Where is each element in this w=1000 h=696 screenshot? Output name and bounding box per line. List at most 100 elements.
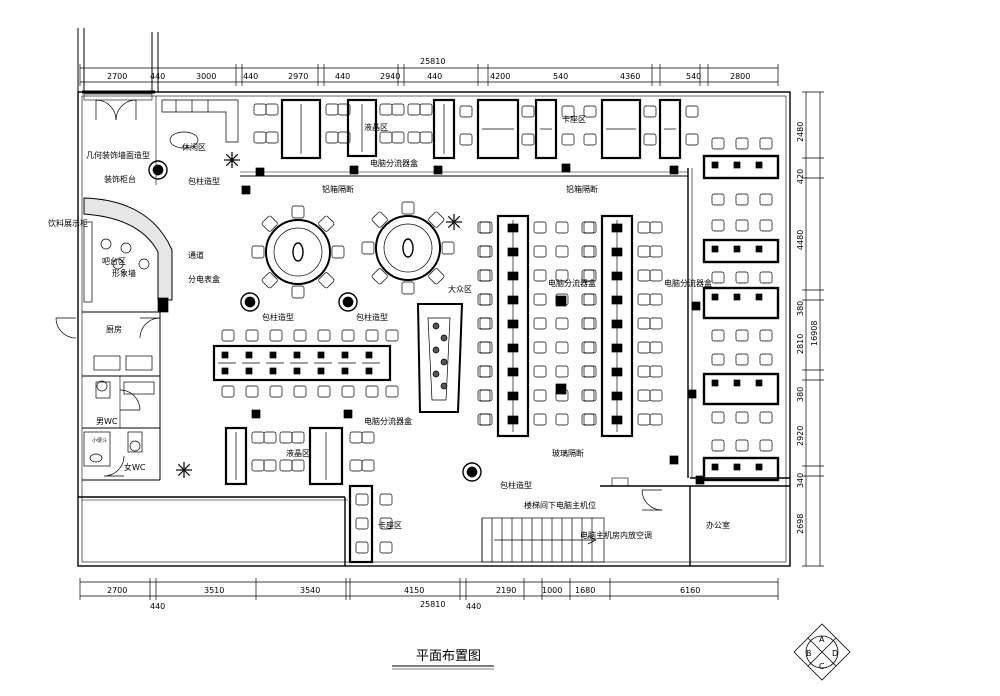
chair <box>735 219 749 232</box>
furniture-rect <box>157 297 169 313</box>
plant-leaf <box>447 221 455 229</box>
furniture-rect <box>702 154 780 180</box>
furniture-rect <box>224 426 248 486</box>
furniture-rect <box>658 98 682 160</box>
chair <box>711 353 725 366</box>
pc-block <box>507 391 519 401</box>
chair <box>379 517 393 530</box>
chair <box>293 329 307 342</box>
chair <box>637 365 651 378</box>
furniture-rect <box>691 301 701 311</box>
pc-block <box>611 367 623 377</box>
dimension-top-10: 4360 <box>620 72 640 81</box>
dimension-top-11: 540 <box>686 72 701 81</box>
chair <box>649 221 663 234</box>
furniture-rect <box>251 409 261 419</box>
furniture-rect <box>702 238 780 264</box>
round-chair <box>428 211 445 228</box>
chair <box>265 131 279 144</box>
compass-d: D <box>832 649 838 658</box>
chair <box>759 329 773 342</box>
title-text: 平面布置图 <box>416 649 481 664</box>
drawing-title: 平面布置图 <box>392 649 494 670</box>
pc-block <box>341 367 349 375</box>
chair <box>337 103 351 116</box>
round-chair <box>401 281 415 295</box>
entrance-door <box>95 99 117 121</box>
pc-block <box>611 295 623 305</box>
dimension-bottom-sub-0: 440 <box>150 602 165 611</box>
chair <box>419 131 433 144</box>
room-labels: 休闲区 液晶区 卡座区 液晶区 卡座区 大众区 吧台区 形象墙 厨房 男WC 女… <box>48 114 730 540</box>
chair <box>269 385 283 398</box>
round-chair <box>361 241 375 255</box>
pc-block <box>669 165 679 175</box>
chair <box>583 133 597 146</box>
chair <box>637 221 651 234</box>
chair <box>355 517 369 530</box>
pc-block <box>255 167 265 177</box>
dimension-top-12: 2800 <box>730 72 750 81</box>
column-core <box>466 466 478 478</box>
furniture-rect <box>308 426 344 486</box>
chair <box>477 389 491 402</box>
pc-block <box>507 415 519 425</box>
chair <box>637 317 651 330</box>
label-bar-area: 吧台区 <box>102 256 126 266</box>
round-table-center-1 <box>402 238 414 258</box>
plant-deco <box>440 382 448 390</box>
chair <box>711 137 725 150</box>
chair <box>637 245 651 258</box>
chair <box>361 459 375 472</box>
pc-block <box>733 463 741 471</box>
chair <box>555 365 569 378</box>
dimension-right-5: 380 <box>796 387 805 402</box>
pc-block <box>561 163 571 173</box>
chair <box>355 541 369 554</box>
office-door <box>641 489 663 511</box>
furniture-rect <box>280 98 322 160</box>
pc-block <box>507 295 519 305</box>
pc-block <box>293 367 301 375</box>
chair <box>379 131 393 144</box>
label-drink-cabinet: 饮料展示柜 <box>48 218 88 228</box>
chair <box>337 131 351 144</box>
label-pc-box-top: 电脑分流器盒 <box>370 158 418 168</box>
chair <box>317 385 331 398</box>
chair <box>279 459 293 472</box>
furniture-rect <box>702 372 780 406</box>
plant-leaf <box>183 469 191 477</box>
glass-feature-inner <box>427 317 451 401</box>
column <box>338 292 358 312</box>
label-small-sink: 小便斗 <box>92 437 107 444</box>
chair <box>735 353 749 366</box>
plant-deco <box>440 334 448 342</box>
column <box>240 292 260 312</box>
pc-block <box>365 367 373 375</box>
chair <box>581 293 595 306</box>
label-meter-box: 分电表盒 <box>188 274 220 284</box>
chair <box>711 219 725 232</box>
entrance-door <box>115 99 137 121</box>
chair <box>759 137 773 150</box>
pc-block <box>349 165 359 175</box>
pc-block <box>711 379 719 387</box>
pc-block <box>507 271 519 281</box>
column-core <box>244 296 256 308</box>
pc-block <box>611 391 623 401</box>
dimension-total-bottom: 25810 <box>420 600 445 609</box>
pc-block <box>507 343 519 353</box>
toilet <box>89 453 103 463</box>
column <box>462 462 482 482</box>
chair <box>365 329 379 342</box>
chair <box>533 293 547 306</box>
furniture-rect <box>534 98 558 160</box>
chair <box>581 389 595 402</box>
furniture-rect <box>127 431 143 453</box>
plant-leaf <box>177 463 185 471</box>
pc-block <box>611 271 623 281</box>
round-chair <box>251 245 265 259</box>
label-card-area: 卡座区 <box>562 114 586 124</box>
chair <box>711 271 725 284</box>
chair <box>759 271 773 284</box>
